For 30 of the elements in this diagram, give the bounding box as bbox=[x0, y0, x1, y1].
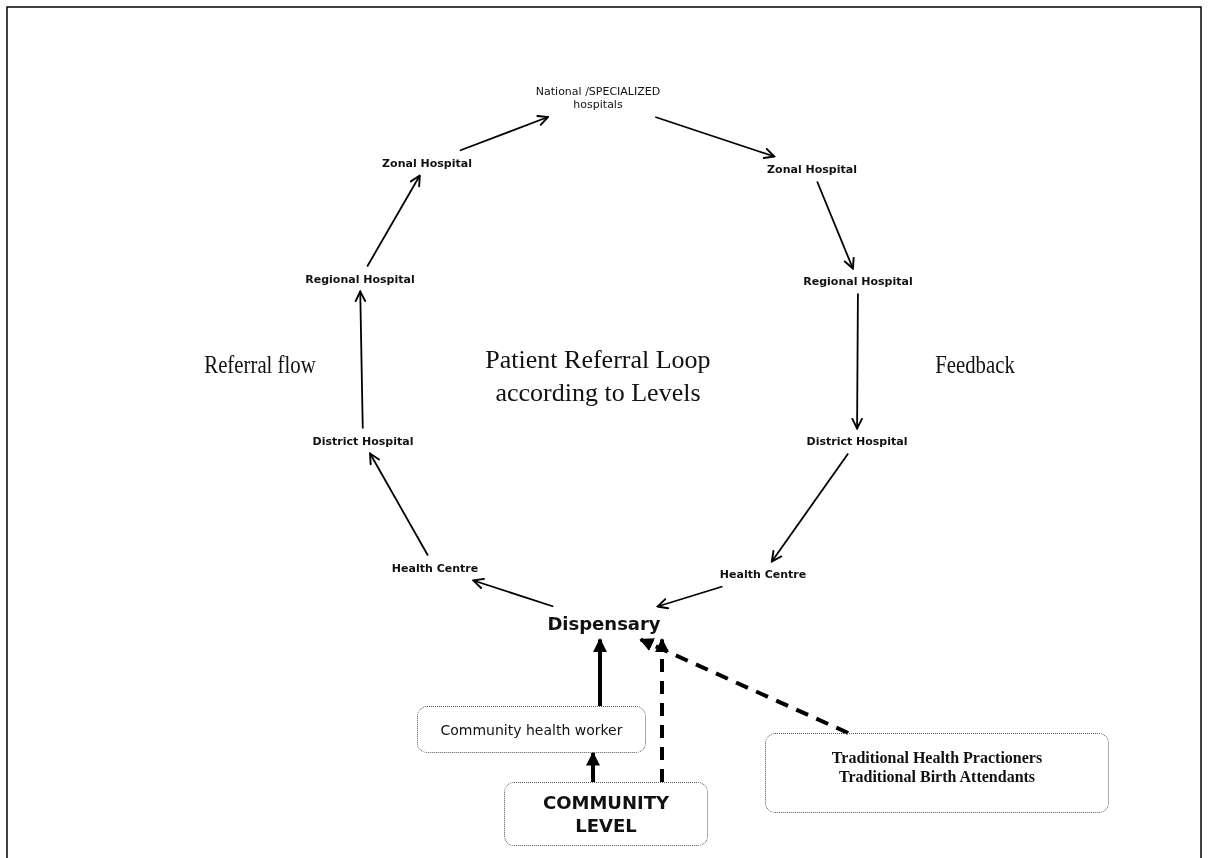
arrow bbox=[593, 638, 607, 706]
level-label: Dispensary bbox=[547, 612, 661, 634]
arrow bbox=[816, 180, 855, 270]
arrow bbox=[851, 292, 863, 430]
dashed-arrow bbox=[655, 638, 669, 782]
level-label: District Hospital bbox=[312, 434, 414, 448]
arrow bbox=[654, 116, 776, 159]
flow-label: Feedback bbox=[935, 350, 1015, 380]
diagram-title: Patient Referral Loop according to Levels bbox=[484, 343, 712, 408]
arrow bbox=[366, 174, 421, 268]
level-label: Regional Hospital bbox=[305, 272, 415, 286]
arrow bbox=[354, 290, 367, 430]
level-label: Regional Hospital bbox=[803, 274, 913, 288]
level-label: Zonal Hospital bbox=[382, 156, 472, 170]
arrow bbox=[656, 585, 724, 610]
box-text: COMMUNITY LEVEL bbox=[542, 790, 670, 838]
box-text: Traditional Health Practioners Traditional Birth Attendants bbox=[830, 748, 1044, 787]
level-label: Health Centre bbox=[719, 567, 807, 581]
level-label: District Hospital bbox=[806, 434, 908, 448]
arrow bbox=[369, 452, 429, 557]
arrow bbox=[770, 452, 850, 563]
level-label: Zonal Hospital bbox=[767, 162, 857, 176]
level-label: National /SPECIALIZED hospitals bbox=[534, 85, 662, 111]
arrow bbox=[472, 577, 555, 608]
level-label: Health Centre bbox=[391, 561, 479, 575]
dashed-arrow bbox=[639, 637, 850, 735]
arrow bbox=[459, 114, 549, 152]
box-text: Community health worker bbox=[440, 721, 623, 738]
flow-label: Referral flow bbox=[204, 350, 316, 380]
arrow bbox=[586, 751, 600, 782]
